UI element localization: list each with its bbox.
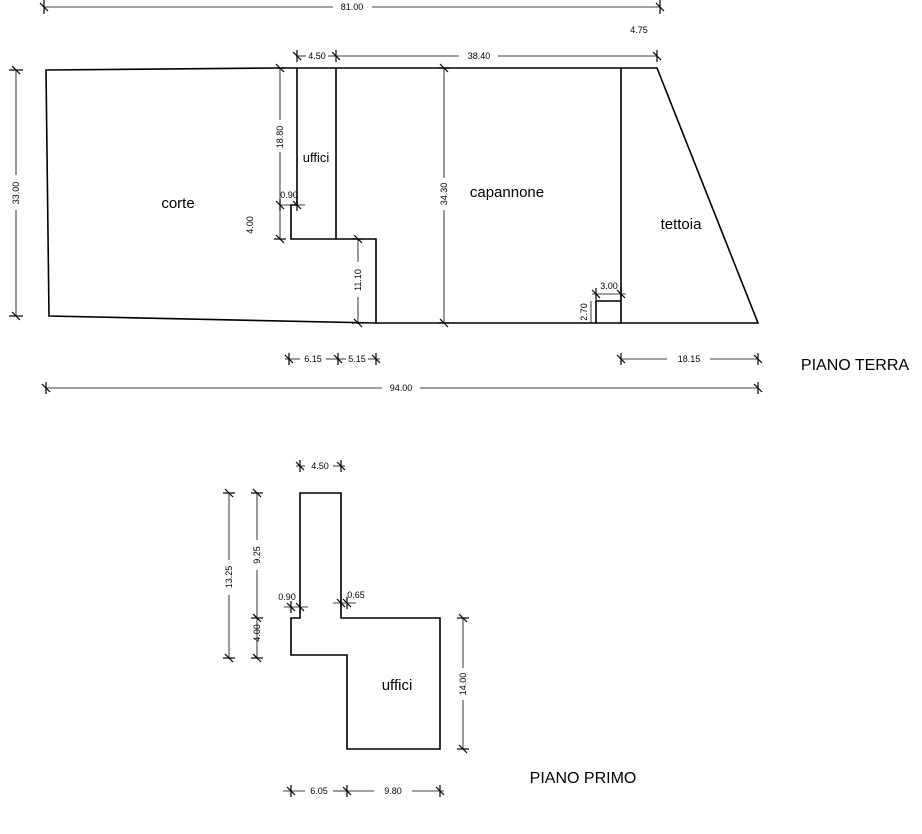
tick-mark	[333, 353, 343, 365]
bay-outline	[595, 300, 621, 323]
tick-mark	[223, 653, 235, 663]
office-left-wall	[290, 68, 377, 323]
dim-bottom-total: 94.00	[390, 383, 413, 393]
ground-floor-outline	[45, 67, 760, 324]
tick-mark	[39, 0, 49, 14]
tick-mark	[9, 311, 23, 321]
first-floor-plan: 4.50 13.25 9.25 4.00 0.90 0.65 14.00	[223, 460, 636, 797]
dim-bay-width: 3.00	[600, 281, 618, 291]
dim-step-width: 0.90	[280, 190, 298, 200]
tick-mark	[284, 353, 294, 365]
tick-mark	[292, 199, 302, 211]
tick-mark	[591, 288, 601, 300]
ground-floor-plan: 81.00 4.75 4.50 38.40 33.00 18.80 0.90 4…	[9, 0, 909, 394]
tick-mark	[352, 234, 364, 244]
tick-mark	[223, 488, 235, 498]
tick-mark	[292, 50, 302, 62]
tick-mark	[435, 785, 445, 797]
dim-upper-height: 9.25	[252, 546, 262, 564]
tick-mark	[41, 382, 51, 394]
dim-left-step: 0.90	[278, 592, 296, 602]
tick-mark	[753, 382, 763, 394]
room-label-uffici: uffici	[382, 677, 413, 694]
tick-mark	[342, 785, 352, 797]
dim-warehouse-width: 38.40	[468, 51, 491, 61]
tick-mark	[336, 460, 346, 472]
room-label-tettoia: tettoia	[661, 216, 703, 233]
dim-step-height: 4.00	[252, 624, 262, 642]
tick-mark	[438, 63, 450, 73]
room-label-uffici: uffici	[303, 150, 330, 165]
dim-right-height: 14.00	[458, 673, 468, 696]
dim-office-width: 4.50	[308, 51, 326, 61]
tick-mark	[342, 597, 352, 609]
tick-mark	[371, 353, 381, 365]
room-label-corte: corte	[161, 195, 194, 212]
dim-court-height: 33.00	[11, 182, 21, 205]
dim-bottom-mid: 5.15	[348, 354, 366, 364]
tick-mark	[616, 353, 626, 365]
dim-bottom-left: 6.05	[310, 786, 328, 796]
room-label-capannone: capannone	[470, 184, 544, 201]
tick-mark	[652, 50, 662, 62]
tick-mark	[331, 50, 341, 62]
tick-mark	[251, 653, 263, 663]
ground-floor-title: PIANO TERRA	[801, 357, 910, 374]
tick-mark	[457, 744, 469, 754]
tick-mark	[352, 318, 364, 328]
tick-mark	[438, 318, 450, 328]
first-floor-title: PIANO PRIMO	[530, 770, 637, 787]
tick-mark	[616, 288, 626, 300]
tick-mark	[9, 65, 23, 75]
dim-bay-height: 2.70	[579, 303, 589, 321]
dim-lower-height: 11.10	[353, 269, 363, 291]
tick-mark	[286, 785, 296, 797]
tick-mark	[251, 488, 263, 498]
dim-warehouse-height: 34.30	[439, 183, 449, 206]
first-floor-outline	[290, 492, 441, 750]
tick-mark	[655, 0, 665, 14]
tick-mark	[753, 353, 763, 365]
dim-bottom-right: 18.15	[678, 354, 701, 364]
dim-total-height: 13.25	[224, 566, 234, 589]
tick-mark	[336, 597, 346, 609]
dim-right-step: 0.65	[347, 590, 365, 600]
dim-bottom-right: 9.80	[384, 786, 402, 796]
tick-mark	[286, 601, 296, 613]
dim-slant-offset: 4.75	[630, 25, 648, 35]
tick-mark	[295, 460, 305, 472]
dim-office-height: 18.80	[275, 126, 285, 149]
tick-mark	[274, 63, 286, 73]
dim-step-height: 4.00	[245, 216, 255, 234]
dim-bottom-left: 6.15	[304, 354, 322, 364]
tick-mark	[457, 613, 469, 623]
tick-mark	[274, 234, 286, 244]
dim-top-total: 81.00	[341, 2, 364, 12]
dim-top-width: 4.50	[311, 461, 329, 471]
tick-mark	[295, 601, 305, 613]
